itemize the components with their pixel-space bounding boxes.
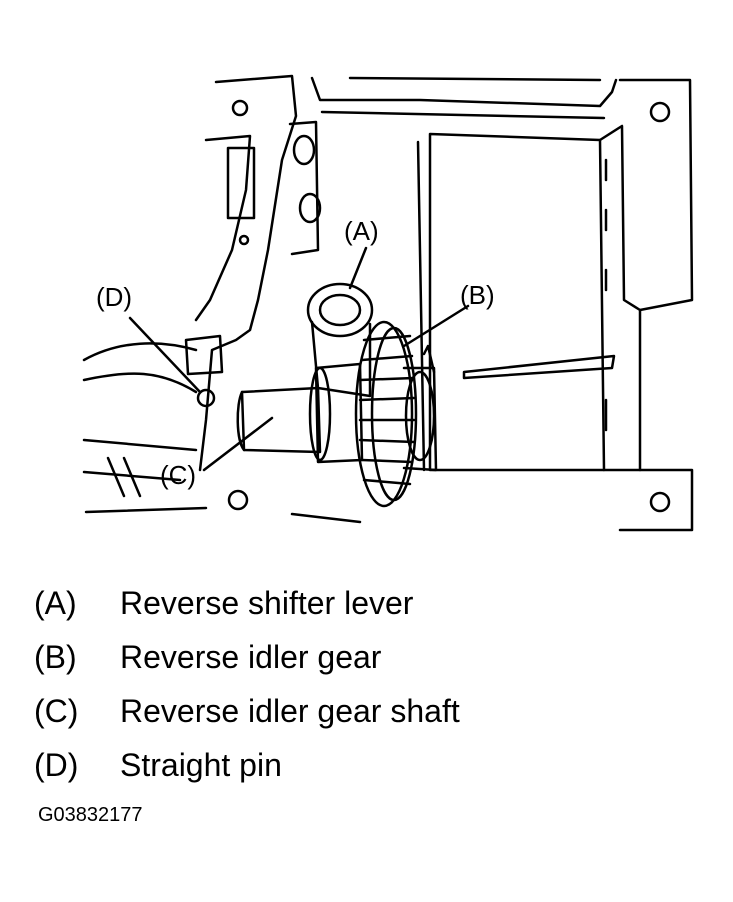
legend-key: (B) (34, 638, 77, 675)
legend-row-d: (D) Straight pin (34, 738, 460, 792)
shifter-lever-eye (306, 282, 374, 338)
housing-right-flange (618, 78, 694, 312)
legend-row-c: (C) Reverse idler gear shaft (34, 684, 460, 738)
housing-inner-wall (428, 132, 606, 472)
legend-key: (A) (34, 584, 77, 621)
legend-row-b: (B) Reverse idler gear (34, 630, 460, 684)
housing-slot (226, 146, 256, 220)
housing-window (184, 334, 224, 376)
callout-b: (B) (460, 280, 495, 310)
legend-text: Reverse idler gear shaft (120, 692, 460, 729)
legend: (A) Reverse shifter lever (B) Reverse id… (34, 576, 460, 792)
figure-id: G03832177 (38, 804, 143, 826)
leader-line-a (348, 246, 368, 290)
legend-key: (D) (34, 746, 79, 783)
callout-a: (A) (344, 216, 379, 246)
leader-line-d (128, 316, 202, 394)
straight-pin (196, 388, 216, 408)
legend-text: Reverse idler gear (120, 638, 382, 675)
housing-top-rim (310, 76, 618, 108)
legend-text: Straight pin (120, 746, 282, 783)
transmission-drawing: (A) (B) (C) (D) (82, 74, 694, 532)
leader-line-b (402, 304, 470, 348)
idler-gear (354, 320, 414, 508)
legend-row-a: (A) Reverse shifter lever (34, 576, 460, 630)
leader-line-c (202, 416, 274, 472)
legend-key: (C) (34, 692, 79, 729)
legend-text: Reverse shifter lever (120, 584, 414, 621)
callout-d: (D) (96, 282, 132, 312)
callout-c: (C) (160, 460, 196, 490)
housing-rib (462, 354, 616, 380)
idler-gear-shaft (240, 386, 322, 454)
